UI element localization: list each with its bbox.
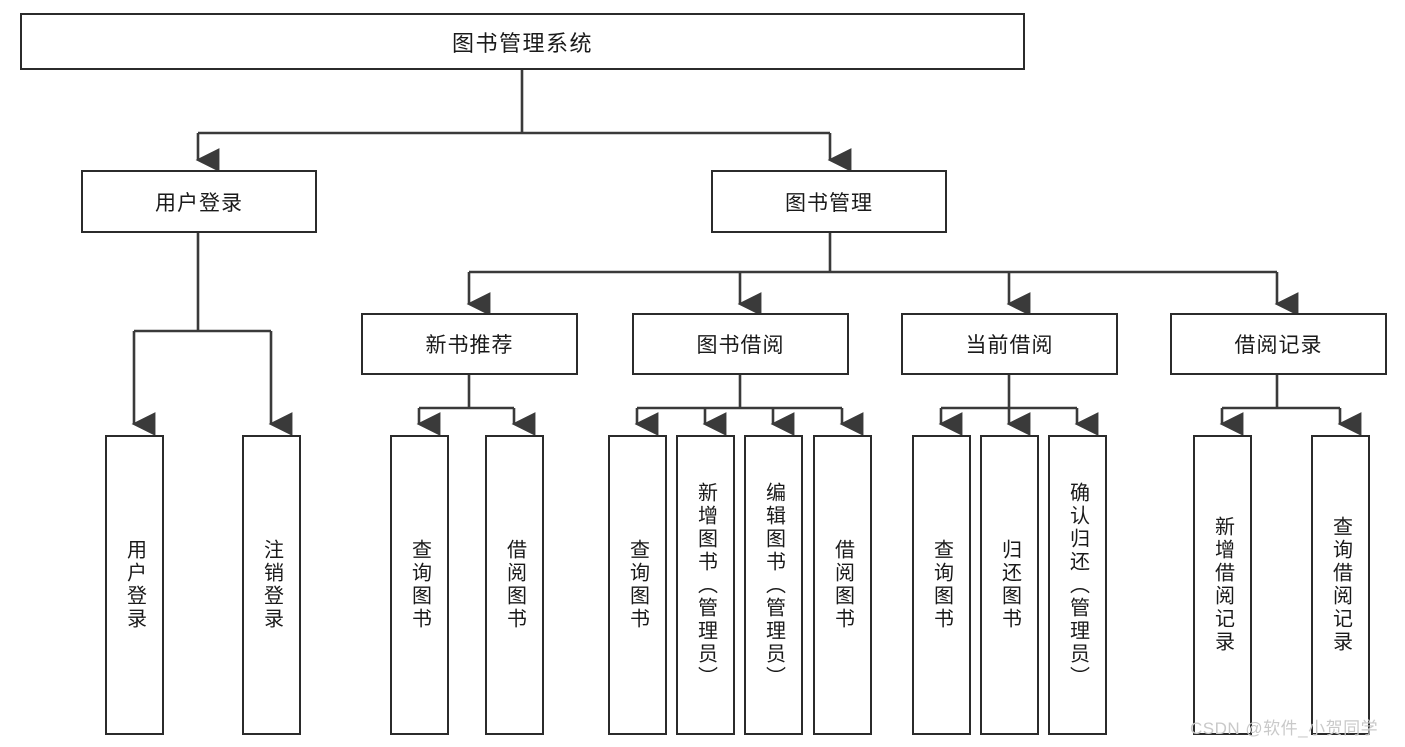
csdn-watermark: CSDN @软件_小贺同学 — [1190, 719, 1379, 738]
leaf-current-confirm-return-admin[interactable]: 确认归还（管理员） — [1048, 435, 1107, 735]
node-new-book-recommend[interactable]: 新书推荐 — [361, 313, 578, 375]
leaf-borrow-borrow-book[interactable]: 借阅图书 — [813, 435, 872, 735]
leaf-recommend-borrow-book[interactable]: 借阅图书 — [485, 435, 544, 735]
node-user-login[interactable]: 用户登录 — [81, 170, 317, 233]
leaf-user-login-login[interactable]: 用户登录 — [105, 435, 164, 735]
leaf-current-return-book[interactable]: 归还图书 — [980, 435, 1039, 735]
leaf-borrow-edit-book-admin[interactable]: 编辑图书（管理员） — [744, 435, 803, 735]
leaf-user-login-logout[interactable]: 注销登录 — [242, 435, 301, 735]
node-book-management[interactable]: 图书管理 — [711, 170, 947, 233]
node-root-system[interactable]: 图书管理系统 — [20, 13, 1025, 70]
leaf-current-query-book[interactable]: 查询图书 — [912, 435, 971, 735]
leaf-borrow-query-book[interactable]: 查询图书 — [608, 435, 667, 735]
leaf-recommend-query-book[interactable]: 查询图书 — [390, 435, 449, 735]
leaf-borrow-add-book-admin[interactable]: 新增图书（管理员） — [676, 435, 735, 735]
leaf-record-query-record[interactable]: 查询借阅记录 — [1311, 435, 1370, 735]
node-borrow-record[interactable]: 借阅记录 — [1170, 313, 1387, 375]
leaf-record-add-record[interactable]: 新增借阅记录 — [1193, 435, 1252, 735]
node-current-borrow[interactable]: 当前借阅 — [901, 313, 1118, 375]
node-book-borrow[interactable]: 图书借阅 — [632, 313, 849, 375]
